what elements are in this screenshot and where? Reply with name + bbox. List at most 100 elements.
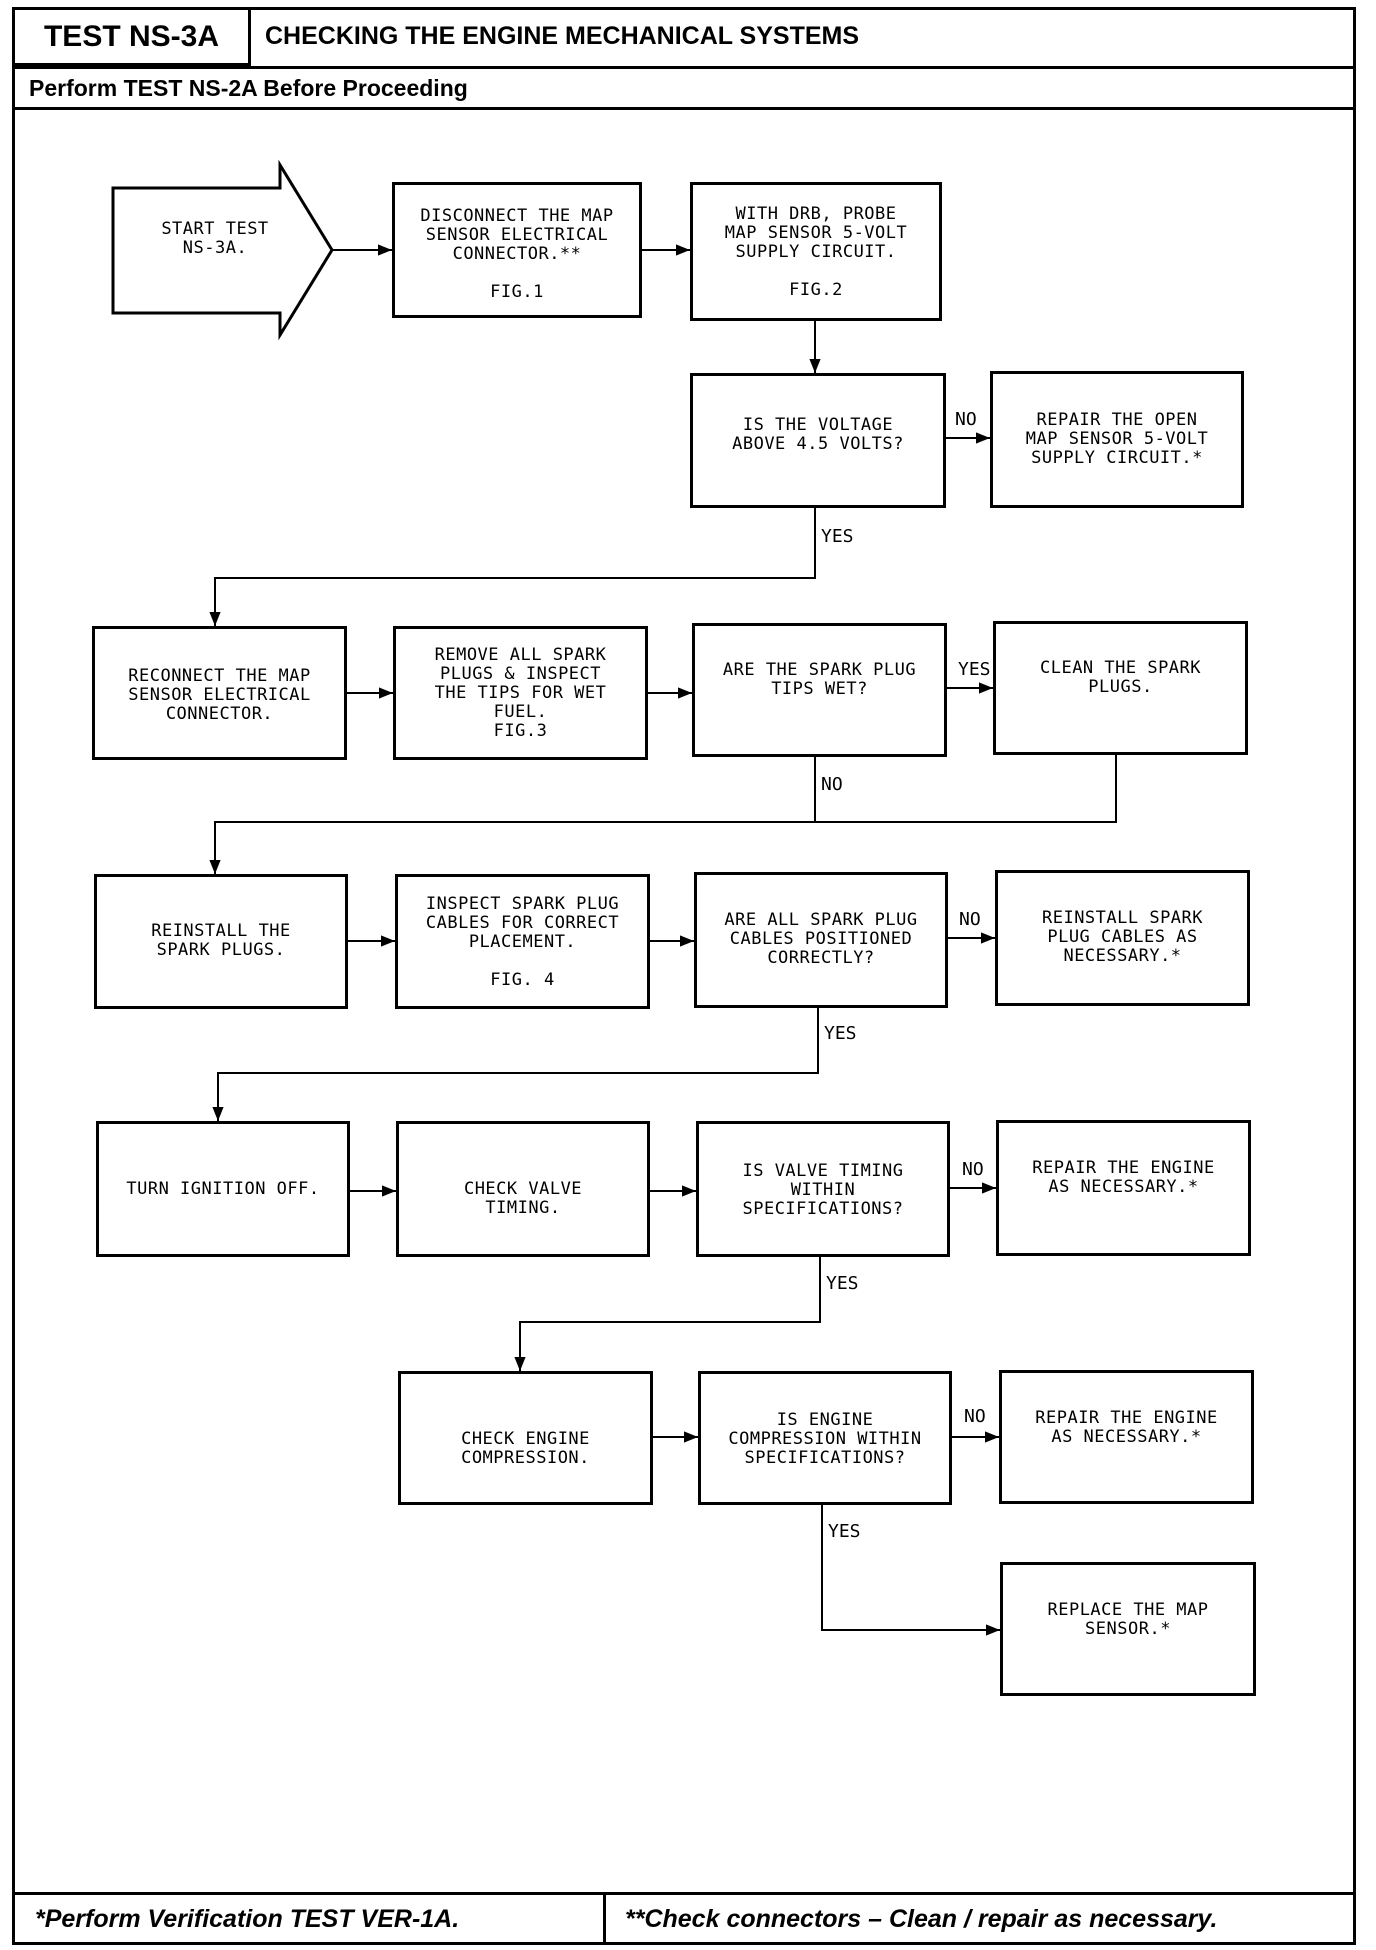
step-text bbox=[693, 262, 939, 281]
step-text: REMOVE ALL SPARK bbox=[434, 645, 607, 665]
step-text: SENSOR ELECTRICAL bbox=[425, 225, 609, 245]
reinstall-spark-plugs-step: REINSTALL THE SPARK PLUGS. bbox=[94, 874, 348, 1009]
question-text: IS THE VOLTAGE bbox=[742, 415, 894, 435]
replace-map-sensor-step: REPLACE THE MAP SENSOR.* bbox=[1000, 1562, 1256, 1696]
reinstall-spark-cables-step: REINSTALL SPARK PLUG CABLES AS NECESSARY… bbox=[995, 870, 1250, 1006]
step-text: MAP SENSOR 5-VOLT bbox=[1025, 429, 1209, 449]
step-text: PLACEMENT. bbox=[468, 932, 577, 952]
timing-yes-label: YES bbox=[826, 1273, 859, 1294]
step-text: RECONNECT THE MAP bbox=[128, 666, 311, 686]
step-text: WITH DRB, PROBE bbox=[735, 204, 897, 224]
footer-connector-note: **Check connectors – Clean / repair as n… bbox=[625, 1905, 1218, 1933]
step-text: CABLES FOR CORRECT bbox=[425, 913, 620, 933]
prerequisite-note: Perform TEST NS-2A Before Proceeding bbox=[15, 66, 1353, 110]
compression-yes-label: YES bbox=[828, 1521, 861, 1542]
voltage-question: IS THE VOLTAGE ABOVE 4.5 VOLTS? bbox=[690, 373, 946, 508]
step-text: NS-3A. bbox=[182, 238, 248, 258]
page-title: CHECKING THE ENGINE MECHANICAL SYSTEMS bbox=[265, 22, 860, 50]
step-text: REINSTALL SPARK bbox=[1041, 908, 1204, 928]
step-text: INSPECT SPARK PLUG bbox=[425, 894, 620, 914]
question-text: ARE ALL SPARK PLUG bbox=[724, 910, 918, 930]
cables-no-label: NO bbox=[959, 909, 981, 930]
step-text: REPAIR THE OPEN bbox=[1036, 410, 1198, 430]
step-text: SPARK PLUGS. bbox=[156, 940, 286, 960]
step-text: TURN IGNITION OFF. bbox=[126, 1179, 320, 1199]
question-text: ABOVE 4.5 VOLTS? bbox=[732, 434, 904, 454]
disconnect-map-sensor-step: DISCONNECT THE MAP SENSOR ELECTRICAL CON… bbox=[392, 182, 642, 318]
page-frame: TEST NS-3A CHECKING THE ENGINE MECHANICA… bbox=[12, 7, 1356, 1945]
check-engine-compression-step: CHECK ENGINE COMPRESSION. bbox=[398, 1371, 653, 1505]
tips-yes-label: YES bbox=[958, 659, 991, 680]
question-text: SPECIFICATIONS? bbox=[742, 1199, 904, 1219]
connector-clean-return bbox=[209, 755, 1117, 874]
turn-ignition-off-step: TURN IGNITION OFF. bbox=[96, 1121, 350, 1257]
test-label: TEST NS-3A bbox=[15, 10, 251, 66]
compression-no-label: NO bbox=[964, 1406, 986, 1427]
connector-voltage-yes bbox=[209, 508, 816, 626]
cables-positioned-question: ARE ALL SPARK PLUG CABLES POSITIONED COR… bbox=[694, 872, 948, 1008]
reconnect-map-sensor-step: RECONNECT THE MAP SENSOR ELECTRICAL CONN… bbox=[92, 626, 347, 760]
step-text: SUPPLY CIRCUIT. bbox=[735, 242, 897, 262]
connector-cables-yes bbox=[212, 1008, 819, 1121]
footer-divider bbox=[603, 1895, 606, 1942]
step-text: DISCONNECT THE MAP bbox=[420, 206, 614, 226]
step-text: CHECK VALVE bbox=[463, 1179, 583, 1199]
spark-tips-wet-question: ARE THE SPARK PLUG TIPS WET? bbox=[692, 623, 947, 757]
voltage-no-label: NO bbox=[955, 409, 977, 430]
inspect-spark-cables-step: INSPECT SPARK PLUG CABLES FOR CORRECT PL… bbox=[395, 874, 650, 1009]
question-text: ARE THE SPARK PLUG bbox=[722, 660, 917, 680]
footer: *Perform Verification TEST VER-1A. **Che… bbox=[15, 1892, 1353, 1942]
tips-no-label: NO bbox=[821, 774, 843, 795]
step-text: START TEST bbox=[161, 219, 269, 239]
timing-no-label: NO bbox=[962, 1159, 984, 1180]
step-text: PLUG CABLES AS bbox=[1047, 927, 1198, 947]
figure-ref: FIG.3 bbox=[493, 721, 548, 741]
step-text: CONNECTOR. bbox=[165, 704, 274, 724]
step-text: CHECK ENGINE bbox=[461, 1429, 590, 1449]
step-text: TIMING. bbox=[485, 1198, 561, 1218]
step-text: THE TIPS FOR WET bbox=[434, 683, 607, 703]
step-text: PLUGS & INSPECT bbox=[439, 664, 602, 684]
step-text: SENSOR.* bbox=[1085, 1619, 1171, 1639]
step-text: COMPRESSION. bbox=[461, 1448, 590, 1468]
voltage-yes-label: YES bbox=[821, 526, 854, 547]
step-text: REINSTALL THE bbox=[151, 921, 291, 941]
step-text: CONNECTOR.** bbox=[452, 244, 582, 264]
question-text: SPECIFICATIONS? bbox=[744, 1448, 906, 1468]
figure-ref: FIG.2 bbox=[789, 280, 843, 300]
figure-ref: FIG.1 bbox=[490, 282, 544, 302]
question-text: IS VALVE TIMING bbox=[742, 1161, 904, 1181]
prerequisite-text: Perform TEST NS-2A Before Proceeding bbox=[29, 74, 468, 101]
step-text: SENSOR ELECTRICAL bbox=[128, 685, 311, 705]
figure-ref: FIG. 4 bbox=[490, 970, 555, 990]
step-text: REPAIR THE ENGINE bbox=[1032, 1158, 1215, 1178]
step-text: FUEL. bbox=[493, 702, 548, 722]
check-valve-timing-step: CHECK VALVE TIMING. bbox=[396, 1121, 650, 1257]
repair-open-circuit-step: REPAIR THE OPEN MAP SENSOR 5-VOLT SUPPLY… bbox=[990, 371, 1244, 508]
step-text: AS NECESSARY.* bbox=[1051, 1427, 1202, 1447]
step-text: AS NECESSARY.* bbox=[1048, 1177, 1199, 1197]
cables-yes-label: YES bbox=[824, 1023, 857, 1044]
start-step: START TEST NS-3A. bbox=[140, 220, 290, 280]
question-text: TIPS WET? bbox=[771, 679, 868, 699]
question-text: CABLES POSITIONED bbox=[729, 929, 913, 949]
connector-compression-yes bbox=[821, 1505, 1000, 1636]
repair-engine-compression-step: REPAIR THE ENGINE AS NECESSARY.* bbox=[999, 1370, 1254, 1504]
step-text: SUPPLY CIRCUIT.* bbox=[1031, 448, 1203, 468]
start-arrow-shape bbox=[111, 159, 334, 341]
step-text: NECESSARY.* bbox=[1063, 946, 1182, 966]
step-text: PLUGS. bbox=[1088, 677, 1153, 697]
step-text bbox=[398, 952, 647, 971]
connector-timing-yes bbox=[514, 1257, 821, 1371]
clean-spark-plugs-step: CLEAN THE SPARK PLUGS. bbox=[993, 621, 1248, 755]
step-text: REPAIR THE ENGINE bbox=[1035, 1408, 1218, 1428]
engine-compression-question: IS ENGINE COMPRESSION WITHIN SPECIFICATI… bbox=[698, 1371, 952, 1505]
probe-supply-circuit-step: WITH DRB, PROBE MAP SENSOR 5-VOLT SUPPLY… bbox=[690, 182, 942, 321]
step-text: MAP SENSOR 5-VOLT bbox=[724, 223, 908, 243]
question-text: WITHIN bbox=[790, 1180, 856, 1200]
repair-engine-timing-step: REPAIR THE ENGINE AS NECESSARY.* bbox=[996, 1120, 1251, 1256]
remove-spark-plugs-step: REMOVE ALL SPARK PLUGS & INSPECT THE TIP… bbox=[393, 626, 648, 760]
question-text: CORRECTLY? bbox=[767, 948, 875, 968]
question-text: IS ENGINE bbox=[776, 1410, 874, 1430]
